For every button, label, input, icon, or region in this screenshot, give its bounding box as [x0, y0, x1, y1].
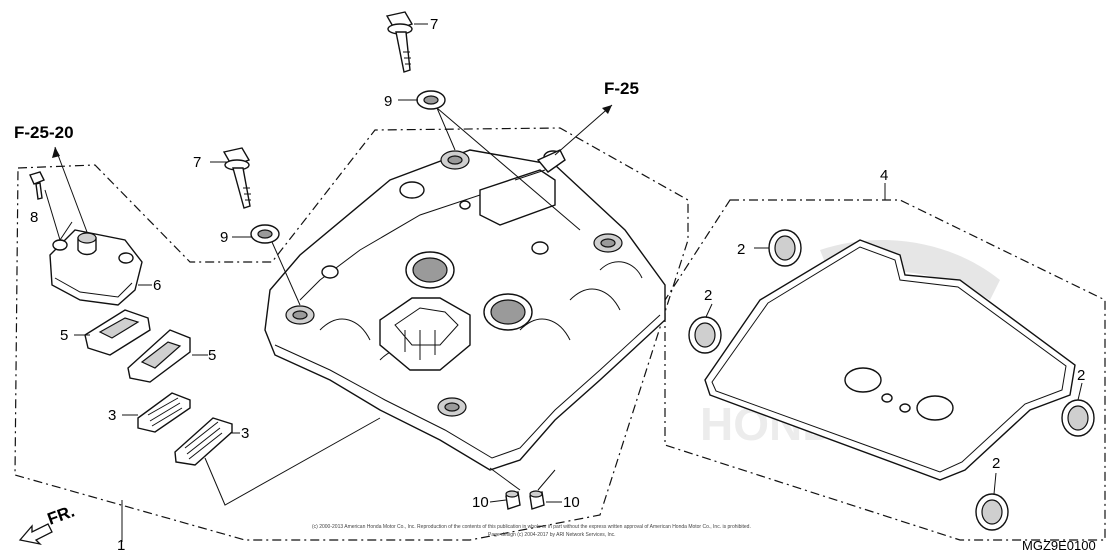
cylinder-head-cover[interactable] — [264, 149, 666, 471]
packing-ring-2[interactable] — [688, 316, 722, 354]
washer-left[interactable] — [250, 224, 280, 244]
packing-ring-3[interactable] — [1061, 399, 1095, 437]
screw[interactable] — [29, 171, 45, 200]
label-8: 8 — [30, 209, 38, 226]
label-1: 1 — [117, 537, 125, 554]
baffle-upper[interactable] — [137, 392, 191, 433]
breather-cover[interactable] — [49, 229, 143, 306]
label-9-top: 9 — [384, 93, 392, 110]
bolt-top[interactable] — [385, 11, 414, 73]
label-7-left: 7 — [193, 154, 201, 171]
label-4: 4 — [880, 167, 888, 184]
collar-right[interactable] — [529, 490, 545, 510]
front-direction-indicator: FR. — [18, 502, 77, 546]
label-9-left: 9 — [220, 229, 228, 246]
label-2-c: 2 — [1077, 367, 1085, 384]
front-label: FR. — [45, 502, 77, 529]
bolt-left[interactable] — [222, 147, 251, 209]
label-5-left: 5 — [60, 327, 68, 344]
label-10-right: 10 — [563, 494, 580, 511]
label-7-top: 7 — [430, 16, 438, 33]
diagram-code: MGZ9E0100 — [1022, 538, 1096, 553]
front-arrow-icon — [18, 523, 53, 546]
label-3-upper: 3 — [108, 407, 116, 424]
label-2-a: 2 — [737, 241, 745, 258]
baffle-lower[interactable] — [174, 417, 233, 466]
label-2-b: 2 — [704, 287, 712, 304]
copyright-line-1: (c) 2000-2013 American Honda Motor Co., … — [312, 524, 751, 530]
cover-group-outline — [14, 127, 689, 541]
copyright-line-2: Page design (c) 2004-2017 by ARI Network… — [488, 532, 616, 538]
packing-ring-4[interactable] — [975, 493, 1009, 531]
small-packing-left[interactable] — [84, 309, 151, 356]
label-5-right: 5 — [208, 347, 216, 364]
small-packing-right[interactable] — [127, 329, 191, 383]
head-cover-gasket[interactable] — [704, 239, 1076, 481]
packing-ring-1[interactable] — [768, 229, 802, 267]
leader-lines — [44, 23, 1083, 542]
label-2-d: 2 — [992, 455, 1000, 472]
gasket-group-outline — [664, 199, 1106, 541]
reference-breather[interactable]: F-25-20 — [14, 123, 74, 142]
washer-top[interactable] — [416, 90, 446, 110]
reference-tube[interactable]: F-25 — [604, 79, 639, 98]
label-6: 6 — [153, 277, 161, 294]
label-3-lower: 3 — [241, 425, 249, 442]
collar-left[interactable] — [505, 490, 521, 510]
label-10-left: 10 — [472, 494, 489, 511]
